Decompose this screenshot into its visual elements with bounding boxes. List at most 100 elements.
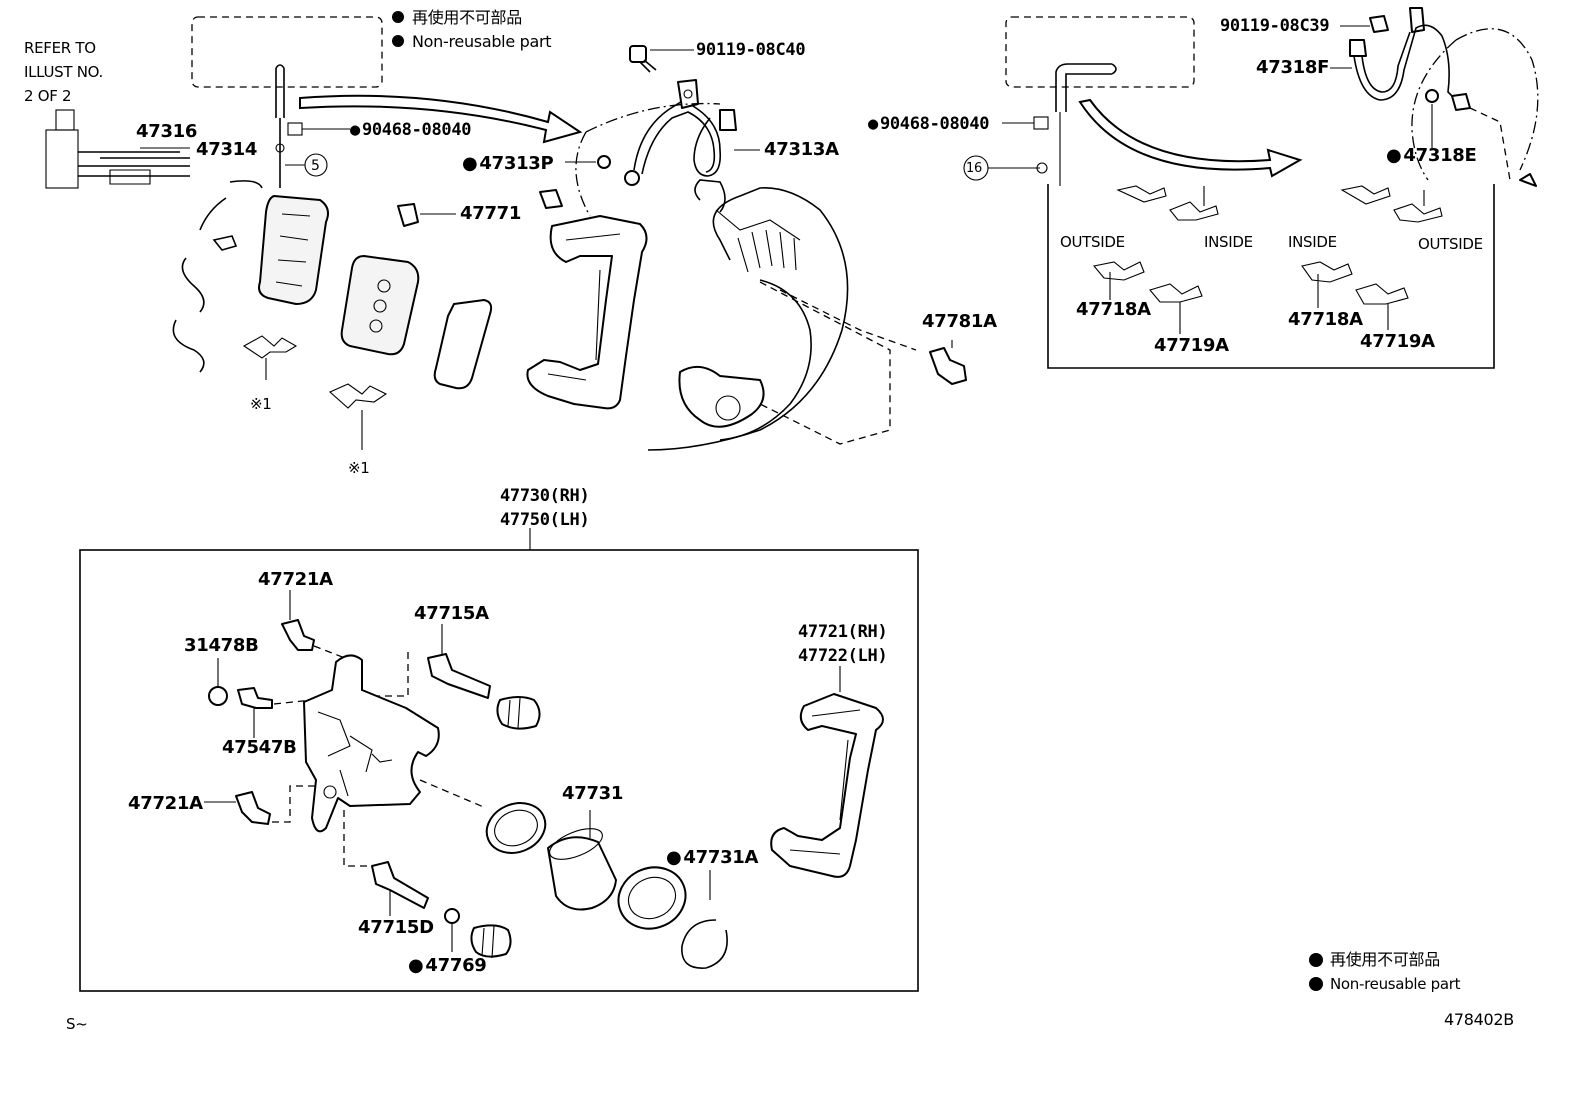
note-1a: ※1 bbox=[250, 395, 272, 413]
spring-clip-2 bbox=[328, 383, 388, 450]
bleeder-47547B bbox=[237, 687, 273, 709]
footer-left-code: S~ bbox=[66, 1015, 88, 1033]
caliper-housing bbox=[303, 654, 440, 833]
legend-top-ja: 再使用不可部品 bbox=[412, 8, 522, 27]
label-47314: 47314 bbox=[196, 139, 258, 160]
label-47731A: 47731A bbox=[666, 848, 758, 868]
clip-47718A-r bbox=[1301, 261, 1353, 308]
pin-47715D bbox=[371, 861, 429, 909]
label-47718A-left: 47718A bbox=[1076, 299, 1151, 320]
pin-47715A bbox=[427, 653, 491, 699]
hose-group-47316 bbox=[45, 109, 190, 189]
callout-5-text: 5 bbox=[311, 158, 320, 174]
label-47730-rh: 47730(RH) bbox=[500, 486, 590, 506]
legend-dot-top-2 bbox=[392, 35, 404, 47]
clip-47719A-l bbox=[1149, 283, 1203, 334]
label-47313A: 47313A bbox=[764, 139, 839, 160]
clip-outside-r-top bbox=[1393, 190, 1443, 223]
brake-pad-inner bbox=[340, 255, 420, 356]
label-47318F: 47318F bbox=[1256, 57, 1330, 78]
label-90119-08C40: 90119-08C40 bbox=[696, 40, 806, 60]
label-47719A-left: 47719A bbox=[1154, 335, 1229, 356]
label-47750-lh: 47750(LH) bbox=[500, 510, 590, 530]
bolt-47721A-left bbox=[235, 791, 271, 825]
label-47313P: 47313P bbox=[462, 154, 553, 174]
label-31478B: 31478B bbox=[184, 635, 259, 656]
reference-box-left bbox=[191, 16, 383, 88]
piston-seal bbox=[485, 802, 547, 854]
clip-inside-l-top bbox=[1169, 186, 1219, 221]
clip-47314 bbox=[275, 143, 285, 153]
fitting-90468-left bbox=[287, 122, 303, 136]
spring-clip-1 bbox=[242, 335, 298, 380]
label-90468-08040-left: 90468-08040 bbox=[350, 120, 472, 140]
piston-47731 bbox=[547, 836, 617, 911]
callout-16-text: 16 bbox=[966, 161, 982, 176]
legend-dot-top-1 bbox=[392, 11, 404, 23]
label-47781A: 47781A bbox=[922, 311, 997, 332]
legend-dot-bottom-1 bbox=[1309, 953, 1323, 967]
legend-dot-bottom-2 bbox=[1309, 977, 1323, 991]
caliper-mount-bracket bbox=[526, 215, 648, 410]
piston-boot-47731A bbox=[617, 866, 687, 930]
label-47547B: 47547B bbox=[222, 737, 297, 758]
hose-bracket-right bbox=[1409, 7, 1425, 33]
label-47715D: 47715D bbox=[358, 917, 434, 938]
flex-hose-47318F bbox=[1353, 24, 1457, 101]
legend-bottom-en: Non-reusable part bbox=[1330, 975, 1461, 993]
refer-note-line2: ILLUST NO. bbox=[24, 63, 104, 81]
rotor-vents bbox=[737, 229, 797, 273]
brake-tube-left bbox=[275, 64, 285, 118]
label-inside-right: INSIDE bbox=[1288, 233, 1337, 251]
flow-arrow-right bbox=[1078, 98, 1303, 178]
hose-fitting-47313A bbox=[719, 109, 737, 131]
caliper-mount-47721 bbox=[770, 693, 884, 878]
pad-clip-box bbox=[1047, 184, 1495, 369]
label-90119-08C39: 90119-08C39 bbox=[1220, 16, 1330, 36]
bolt-47781A bbox=[929, 347, 967, 385]
label-inside-left: INSIDE bbox=[1204, 233, 1253, 251]
label-47731: 47731 bbox=[562, 783, 624, 804]
brake-pad-outer bbox=[258, 195, 329, 305]
label-outside-left: OUTSIDE bbox=[1060, 233, 1125, 251]
label-outside-right: OUTSIDE bbox=[1418, 235, 1483, 253]
flex-hose-47313A bbox=[633, 99, 722, 177]
label-90468-08040-right: 90468-08040 bbox=[868, 114, 990, 134]
label-47318E: 47318E bbox=[1386, 146, 1476, 166]
label-47718A-right: 47718A bbox=[1288, 309, 1363, 330]
bolt-left-caliper bbox=[539, 189, 563, 209]
label-47721A-left: 47721A bbox=[128, 793, 203, 814]
set-ring bbox=[681, 919, 728, 969]
washer-47313P bbox=[597, 155, 611, 169]
washer-47318E bbox=[1425, 89, 1439, 103]
fitting-90468-right bbox=[1033, 116, 1049, 130]
label-47771: 47771 bbox=[460, 203, 522, 224]
bolt-90119-08C40 bbox=[629, 45, 647, 63]
clip-outside-l-top bbox=[1116, 185, 1167, 203]
clip-47718A-l bbox=[1092, 261, 1145, 300]
flow-arrow-left bbox=[299, 94, 583, 144]
label-47715A: 47715A bbox=[414, 603, 489, 624]
bolt-47721A-top bbox=[281, 619, 315, 651]
label-47316: 47316 bbox=[136, 121, 198, 142]
label-47721-rh: 47721(RH) bbox=[798, 622, 888, 642]
reference-box-right bbox=[1005, 16, 1195, 88]
label-47721A-top: 47721A bbox=[258, 569, 333, 590]
label-47719A-right: 47719A bbox=[1360, 331, 1435, 352]
label-47769: 47769 bbox=[408, 956, 486, 976]
bolt-90119-08C39 bbox=[1369, 15, 1389, 33]
clip-47719A-r bbox=[1355, 283, 1409, 330]
legend-bottom-ja: 再使用不可部品 bbox=[1330, 950, 1440, 969]
cap-31478B bbox=[208, 686, 228, 706]
caliper-assembly-box bbox=[79, 549, 919, 992]
brake-tube-right bbox=[1055, 63, 1117, 112]
clip-47771 bbox=[397, 203, 419, 227]
refer-note-line3: 2 OF 2 bbox=[24, 87, 72, 105]
boot-47715D bbox=[470, 924, 512, 958]
pad-shim bbox=[433, 299, 493, 390]
note-1b: ※1 bbox=[348, 459, 370, 477]
bush-47769 bbox=[444, 908, 460, 924]
label-47722-lh: 47722(LH) bbox=[798, 646, 888, 666]
clip-inside-r-top bbox=[1340, 185, 1391, 205]
